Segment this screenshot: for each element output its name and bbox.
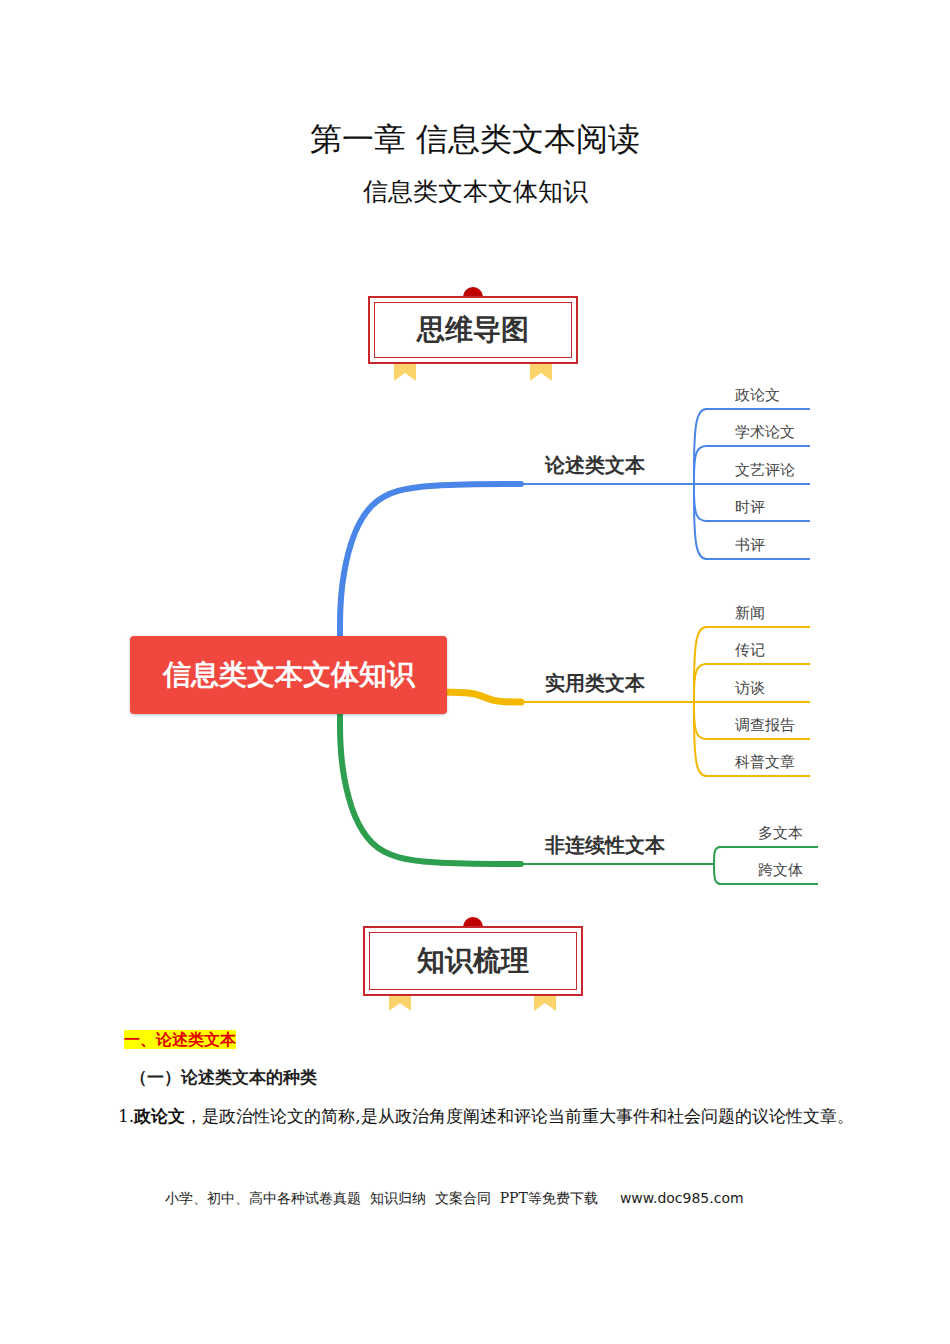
- definition: ，是政治性论文的简称,是从政治角度阐述和评论当前重大事件和社会问题的议论性文章。: [185, 1106, 853, 1126]
- node-label: 跨文体: [758, 861, 803, 879]
- banner-box: 思维导图: [368, 296, 578, 364]
- node-label: 传记: [735, 641, 765, 659]
- leaf-node: 科普文章: [705, 752, 810, 777]
- subsection-heading: （一）论述类文本的种类: [130, 1067, 317, 1087]
- connector: [694, 446, 708, 484]
- subtitle-wrap: 信息类文本文体知识: [0, 175, 950, 208]
- leaf-node: 政论文: [705, 385, 810, 410]
- node-label: 信息类文本文体知识: [163, 656, 415, 694]
- connector: [694, 702, 708, 739]
- page-title: 第一章 信息类文本阅读: [0, 118, 950, 162]
- node-label: 论述类文本: [545, 453, 645, 477]
- connector: [340, 714, 521, 864]
- node-label: 知识梳理: [417, 942, 529, 980]
- node-label: 实用类文本: [545, 671, 645, 695]
- branch-node: 实用类文本: [520, 669, 695, 703]
- section-wrap: 一、论述类文本: [124, 1030, 236, 1051]
- footer: 小学、初中、高中各种试卷真题 知识归纳 文案合同 PPT等免费下载 www.doc…: [165, 1190, 744, 1208]
- node-label: 思维导图: [417, 311, 529, 349]
- subsection-wrap: （一）论述类文本的种类: [130, 1066, 317, 1089]
- footer-url: www.doc985.com: [620, 1190, 744, 1206]
- banner-box: 知识梳理: [363, 926, 583, 996]
- node-label: 书评: [735, 536, 765, 554]
- connector: [340, 484, 521, 636]
- leaf-node: 新闻: [705, 603, 810, 628]
- node-label: 非连续性文本: [545, 833, 665, 857]
- branch-node: 论述类文本: [520, 451, 695, 485]
- node-label: 多文本: [758, 824, 803, 842]
- leaf-node: 文艺评论: [705, 460, 810, 485]
- node-label: 时评: [735, 498, 765, 516]
- list-number: 1.: [118, 1106, 134, 1126]
- connector: [447, 692, 521, 702]
- node-label: 访谈: [735, 679, 765, 697]
- node-label: 新闻: [735, 604, 765, 622]
- node-label: 文艺评论: [735, 461, 795, 479]
- paragraph: 1.政论文，是政治性论文的简称,是从政治角度阐述和评论当前重大事件和社会问题的议…: [88, 1097, 868, 1135]
- node-label: 学术论文: [735, 423, 795, 441]
- leaf-node: 调查报告: [705, 715, 810, 740]
- connector: [694, 664, 708, 702]
- root-node: 信息类文本文体知识: [130, 636, 447, 714]
- branch-node: 非连续性文本: [520, 831, 715, 865]
- leaf-node: 多文本: [718, 823, 818, 848]
- leaf-node: 时评: [705, 497, 810, 522]
- footer-note: 小学、初中、高中各种试卷真题 知识归纳 文案合同 PPT等免费下载: [165, 1190, 598, 1206]
- leaf-node: 访谈: [705, 678, 810, 703]
- leaf-node: 书评: [705, 535, 810, 560]
- connector: [694, 484, 708, 521]
- subtitle: 信息类文本文体知识: [363, 177, 588, 206]
- node-label: 科普文章: [735, 753, 795, 771]
- section-heading: 一、论述类文本: [124, 1030, 236, 1049]
- node-label: 政论文: [735, 386, 780, 404]
- term: 政论文: [134, 1106, 185, 1126]
- node-label: 调查报告: [735, 716, 795, 734]
- leaf-node: 学术论文: [705, 422, 810, 447]
- leaf-node: 跨文体: [718, 860, 818, 885]
- leaf-node: 传记: [705, 640, 810, 665]
